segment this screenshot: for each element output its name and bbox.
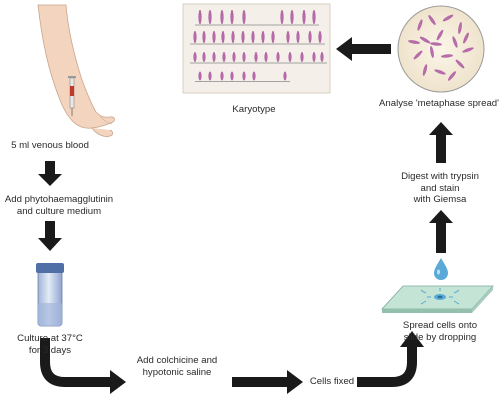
karyotype-panel — [182, 3, 331, 94]
stain-droplet-icon — [434, 258, 448, 280]
arrow-tube-to-colchicine-head — [110, 370, 126, 394]
arrow-blood-to-pha — [38, 161, 62, 186]
syringe-icon — [68, 76, 76, 116]
arrow-spread-to-digest — [429, 210, 453, 253]
karyotype-chromosome-rows — [190, 10, 327, 82]
metaphase-chromosomes — [408, 14, 474, 81]
step-label-karyotype: Karyotype — [232, 104, 276, 115]
step-label-digest: Digest with trypsin and stain with Giems… — [401, 171, 479, 205]
step-label-colchicine: Add colchicine and hypotonic saline — [136, 355, 218, 378]
arrow-digest-to-analyse — [429, 122, 453, 163]
arrow-fixed-to-spread — [357, 346, 417, 387]
arrow-fixed-to-spread-head — [400, 331, 424, 347]
arrow-tube-to-colchicine — [40, 338, 112, 387]
arm-illustration — [37, 4, 115, 137]
step-label-spread: Spread cells onto slide by dropping — [402, 320, 478, 343]
step-label-culture: Culture at 37°C for 3 days — [17, 333, 83, 356]
step-label-analyse: Analyse 'metaphase spread' — [379, 98, 499, 109]
step-label-add-pha: Add phytohaemagglutinin and culture medi… — [4, 194, 114, 217]
metaphase-spread-view — [397, 5, 485, 93]
culture-tube-icon — [36, 263, 64, 327]
arrow-analyse-to-karyotype — [336, 37, 391, 61]
microscope-slide-icon — [381, 285, 494, 313]
arrow-to-fixed — [232, 370, 303, 394]
arrow-pha-to-tube — [38, 221, 62, 251]
step-label-blood: 5 ml venous blood — [11, 140, 89, 151]
step-label-fixed: Cells fixed — [309, 376, 355, 387]
